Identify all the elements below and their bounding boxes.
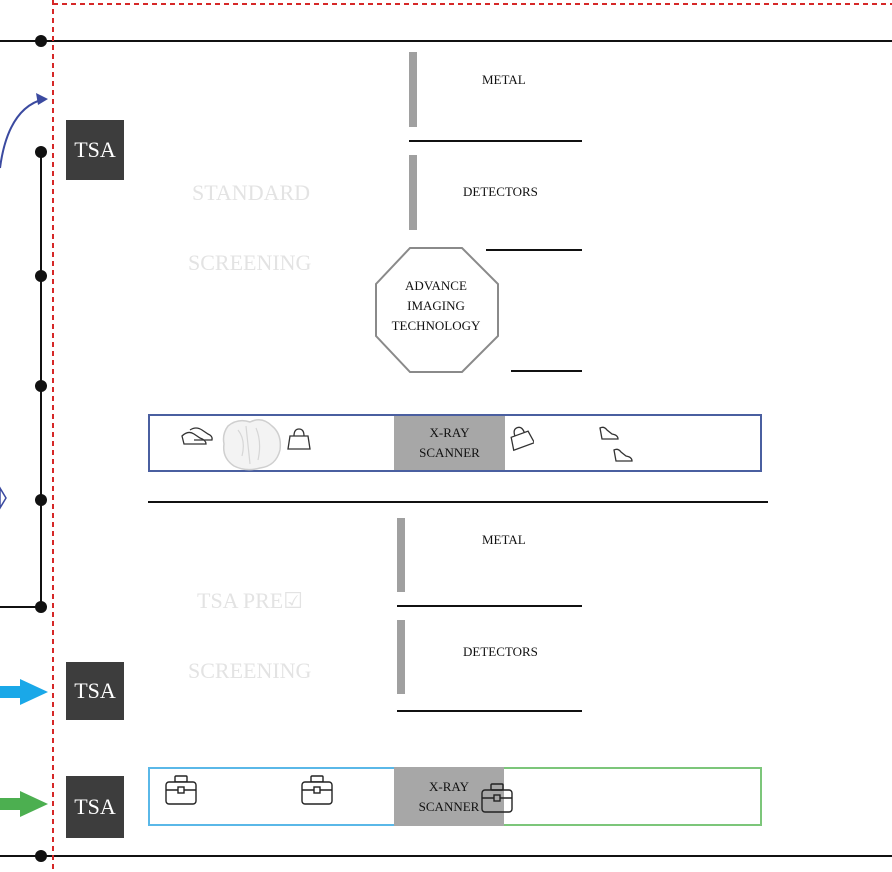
tsa-officer-standard: TSA [66,120,124,180]
detector-line [397,710,582,712]
standard-screening-label: SCREENING [188,250,312,275]
metal-detector-post [409,52,417,127]
ait-label-line-1: ADVANCE [405,278,467,293]
detectors-label: DETECTORS [463,644,538,659]
shoe-icon [599,426,619,440]
handbag-icon [510,426,534,452]
tsa-officer-baggage: TSA [66,776,124,838]
entry-arrowhead [36,93,48,105]
node-dot [35,380,47,392]
ait-line-bottom [511,370,582,372]
metal-label: METAL [482,72,526,87]
node-dot [35,146,47,158]
node-dot [35,35,47,47]
detectors-label: DETECTORS [463,184,538,199]
briefcase-icon [301,775,333,805]
node-dot [35,270,47,282]
standard-zone-label: STANDARD [192,180,311,205]
metal-label: METAL [482,532,526,547]
baggage-belt-exit [504,767,762,826]
precheck-zone-label: TSA PRE☑ [197,588,303,613]
detector-post [409,155,417,230]
baggage-belt-entry [148,767,396,826]
xray-label-line-1: X-RAY [429,778,469,794]
xray-label-line-2: SCANNER [419,445,480,460]
xray-label-line-2: SCANNER [418,798,480,814]
handbag-icon [287,428,311,450]
baggage-arrowhead [20,791,48,817]
detector-post [397,620,405,694]
shoe-icon [613,448,633,462]
entry-arrow-curve [0,98,45,169]
tsa-label: TSA [74,678,116,703]
baggage-xray-scanner: X-RAY SCANNER [394,767,504,826]
return-arrow-fragment [0,486,7,510]
precheck-arrowhead [20,679,48,705]
ait-label: ADVANCE IMAGING TECHNOLOGY [386,276,486,336]
node-dot [35,601,47,613]
shoe-icon [181,427,213,445]
metal-detector-line [397,605,582,607]
precheck-screening-label: SCREENING [188,658,312,683]
standard-conveyor-belt [148,414,762,472]
tsa-label: TSA [74,794,116,819]
tsa-label: TSA [74,137,116,162]
ait-octagon [375,247,499,373]
standard-xray-scanner: X-RAY SCANNER [394,416,505,470]
baggage-arrow-shaft [0,798,22,810]
coat-icon [222,419,282,471]
tsa-officer-precheck: TSA [66,662,124,720]
metal-detector-post [397,518,405,592]
xray-label-line-1: X-RAY [429,425,470,440]
metal-detector-line [409,140,582,142]
briefcase-icon [481,783,513,813]
node-dot [35,494,47,506]
ait-line-top [486,249,582,251]
briefcase-icon [165,775,197,805]
node-dot [35,850,47,862]
ait-label-line-3: TECHNOLOGY [391,318,481,333]
precheck-arrow-shaft [0,686,22,698]
ait-label-line-2: IMAGING [407,298,465,313]
